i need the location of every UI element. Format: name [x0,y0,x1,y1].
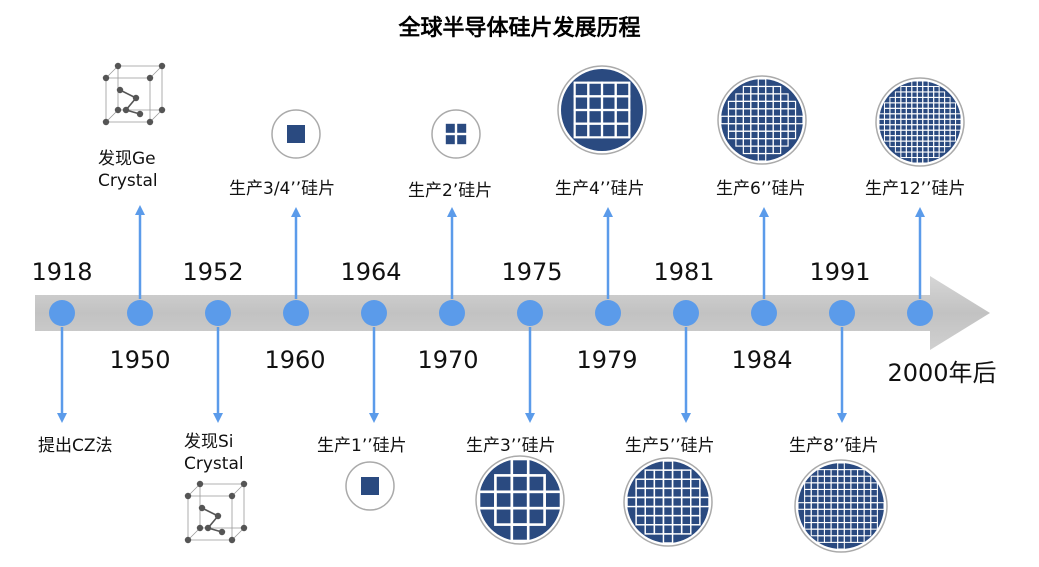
event-label-2000: 生产12’’硅片 [865,179,966,199]
wafer-grid-icon-1984 [717,75,807,165]
year-label-1991: 1991 [809,258,871,286]
event-label-1964: 生产1’’硅片 [317,436,407,456]
timeline-band [35,276,990,350]
wafer-grid-icon-1981 [623,457,713,547]
year-label-1960: 1960 [264,346,326,374]
year-label-2000: 2000年后 [887,359,997,387]
timeline-dot-1975 [517,300,543,326]
event-label-1952-line2: Crystal [184,454,244,474]
timeline-dot-1960 [283,300,309,326]
timeline-dot-1950 [127,300,153,326]
wafer-grid-icon-1975 [475,455,565,545]
timeline-dot-1964 [361,300,387,326]
event-label-1918: 提出CZ法 [38,436,113,456]
year-label-1918: 1918 [31,258,93,286]
event-label-1991: 生产8’’硅片 [789,436,879,456]
event-label-1984: 生产6’’硅片 [716,179,806,199]
year-label-1964: 1964 [340,258,402,286]
wafer-grid-icon-2000 [875,77,965,167]
timeline-dot-1918 [49,300,75,326]
timeline-dot-1984 [751,300,777,326]
event-label-1970: 生产2’硅片 [408,181,493,201]
event-label-1952-line1: 发现Si [184,432,234,452]
event-label-1952: 发现Si Crystal [184,431,244,475]
timeline-dot-1991 [829,300,855,326]
wafer-grid-icon-1991 [794,459,888,553]
wafer-1x1-icon-1960 [271,109,321,159]
timeline-dot-1979 [595,300,621,326]
year-label-1981: 1981 [653,258,715,286]
wafer-2x2-icon-1970 [431,109,481,159]
year-label-1975: 1975 [501,258,563,286]
timeline-dot-2000 [907,300,933,326]
event-label-1979: 生产4’’硅片 [555,179,645,199]
timeline-dot-1952 [205,300,231,326]
event-label-1950-line2: Crystal [98,171,158,191]
diagram-title: 全球半导体硅片发展历程 [398,16,641,41]
event-label-1950-line1: 发现Ge [98,149,156,169]
year-label-1950: 1950 [109,346,171,374]
event-label-1960: 生产3/4’’硅片 [229,179,336,199]
wafer-grid-icon-1979 [557,65,647,155]
event-label-1981: 生产5’’硅片 [625,436,715,456]
year-label-1984: 1984 [731,346,793,374]
year-label-1979: 1979 [576,346,638,374]
si-crystal-lattice-icon-1952 [184,480,248,544]
event-label-1975: 生产3’’硅片 [466,436,556,456]
year-label-1952: 1952 [182,258,244,286]
wafer-1x1-icon-1964 [345,461,395,511]
ge-crystal-lattice-icon-1950 [102,62,166,126]
timeline-dot-1970 [439,300,465,326]
year-label-1970: 1970 [417,346,479,374]
event-label-1950: 发现Ge Crystal [98,148,158,192]
timeline-dot-1981 [673,300,699,326]
